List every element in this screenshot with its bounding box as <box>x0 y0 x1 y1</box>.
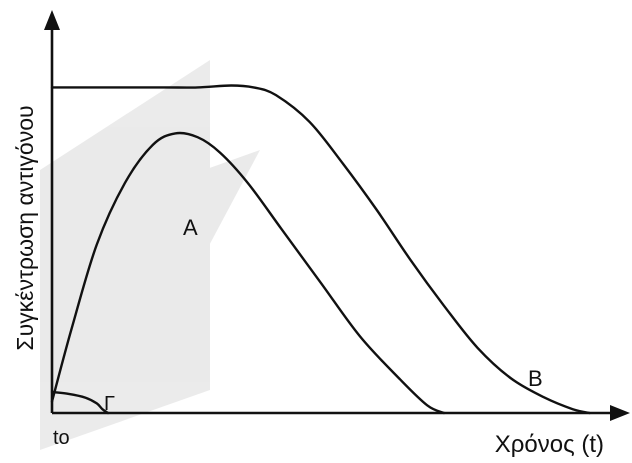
x-tick-label-t0: to <box>53 427 70 449</box>
series-line-a <box>50 131 446 415</box>
watermark <box>40 60 260 450</box>
curve-label-gamma: Г <box>104 393 115 415</box>
y-axis-label: Συγκέντρωση αντιγόνου <box>12 105 38 350</box>
y-axis-arrow <box>44 10 60 30</box>
x-axis-arrow <box>610 405 630 421</box>
series-line-gamma <box>50 390 110 415</box>
x-axis-label: Χρόνος (t) <box>495 431 604 458</box>
series-line-b <box>50 84 591 415</box>
curves-group <box>50 84 591 415</box>
curve-label-a: A <box>183 215 198 240</box>
curve-label-b: B <box>528 366 543 391</box>
